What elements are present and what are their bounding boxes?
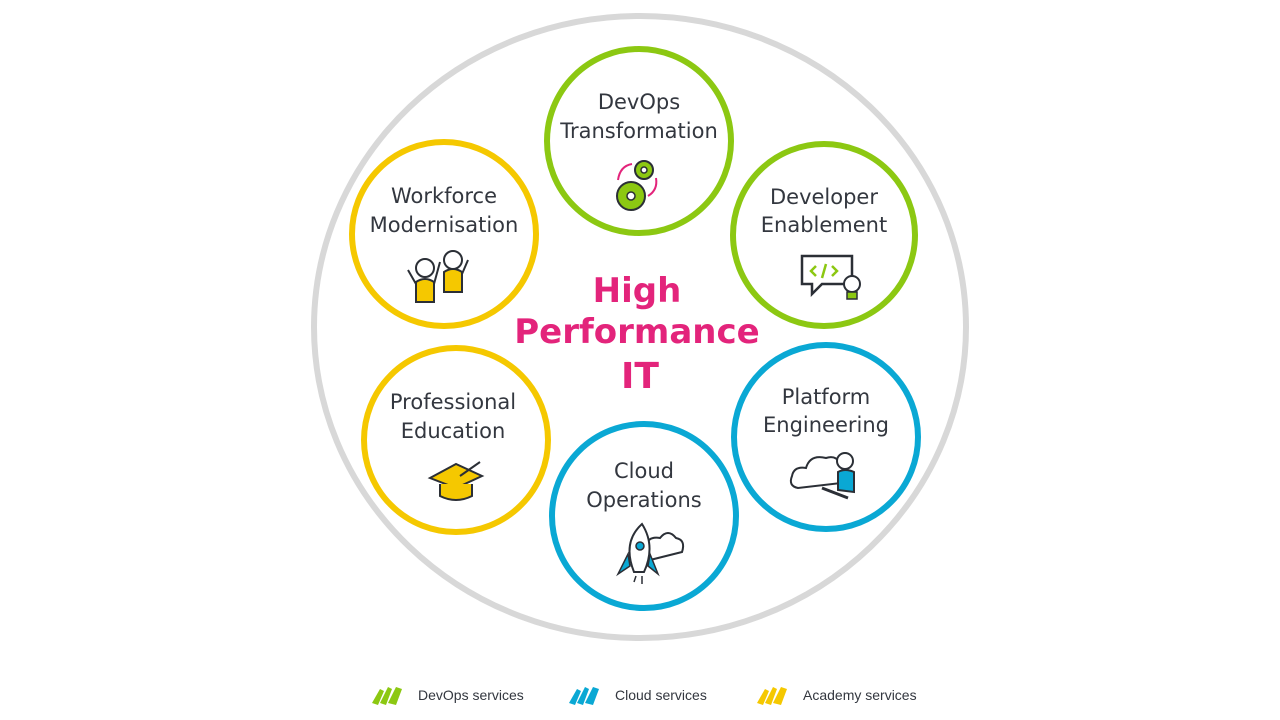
service-label-line1: DevOps — [598, 90, 680, 114]
center-title: High Performance IT — [514, 271, 759, 397]
service-label-line1: Professional — [390, 390, 516, 414]
legend-item-cloud: Cloud services — [567, 680, 707, 710]
legend-item-academy: Academy services — [755, 680, 917, 710]
service-ring — [731, 342, 921, 532]
service-label-line2: Operations — [586, 488, 701, 512]
service-platform-engineering[interactable]: Platform Engineering — [731, 342, 921, 532]
service-ring — [549, 421, 739, 611]
center-title-line2: Performance — [514, 312, 759, 352]
academy-swatch-icon — [757, 687, 787, 705]
person-cloud-laptop-icon — [789, 452, 855, 500]
center-title-line1: High — [593, 271, 682, 311]
legend-label: Cloud services — [615, 687, 707, 703]
legend-label: DevOps services — [418, 687, 524, 703]
graduation-cap-icon — [427, 461, 485, 501]
legend-item-devops: DevOps services — [370, 680, 524, 710]
service-label-line1: Cloud — [614, 459, 674, 483]
service-ring — [361, 345, 551, 535]
service-ring — [730, 141, 918, 329]
center-title-line3: IT — [621, 356, 659, 397]
code-bubble-lightbulb-icon — [800, 254, 861, 300]
two-people-icon — [407, 250, 469, 303]
devops-swatch-icon — [372, 687, 402, 705]
service-label-line2: Modernisation — [370, 213, 519, 237]
outer-circle — [311, 13, 969, 641]
service-ring — [349, 139, 539, 329]
service-ring — [544, 46, 734, 236]
service-devops-transformation[interactable]: DevOps Transformation — [544, 46, 734, 236]
legend: DevOps services Cloud services Academy s… — [0, 680, 1280, 710]
rocket-cloud-icon — [616, 522, 685, 584]
service-label-line2: Engineering — [763, 413, 889, 437]
legend-label: Academy services — [803, 687, 917, 703]
service-professional-education[interactable]: Professional Education — [361, 345, 551, 535]
cloud-swatch-icon — [569, 687, 599, 705]
service-label-line2: Enablement — [761, 213, 887, 237]
gears-icon — [616, 160, 658, 211]
service-label-line2: Education — [401, 419, 506, 443]
service-label-line1: Developer — [770, 185, 878, 209]
service-cloud-operations[interactable]: Cloud Operations — [549, 421, 739, 611]
service-label-line1: Platform — [782, 385, 871, 409]
service-label-line2: Transformation — [559, 119, 718, 143]
service-developer-enablement[interactable]: Developer Enablement — [730, 141, 918, 329]
service-workforce-modernisation[interactable]: Workforce Modernisation — [349, 139, 539, 329]
service-label-line1: Workforce — [391, 184, 497, 208]
